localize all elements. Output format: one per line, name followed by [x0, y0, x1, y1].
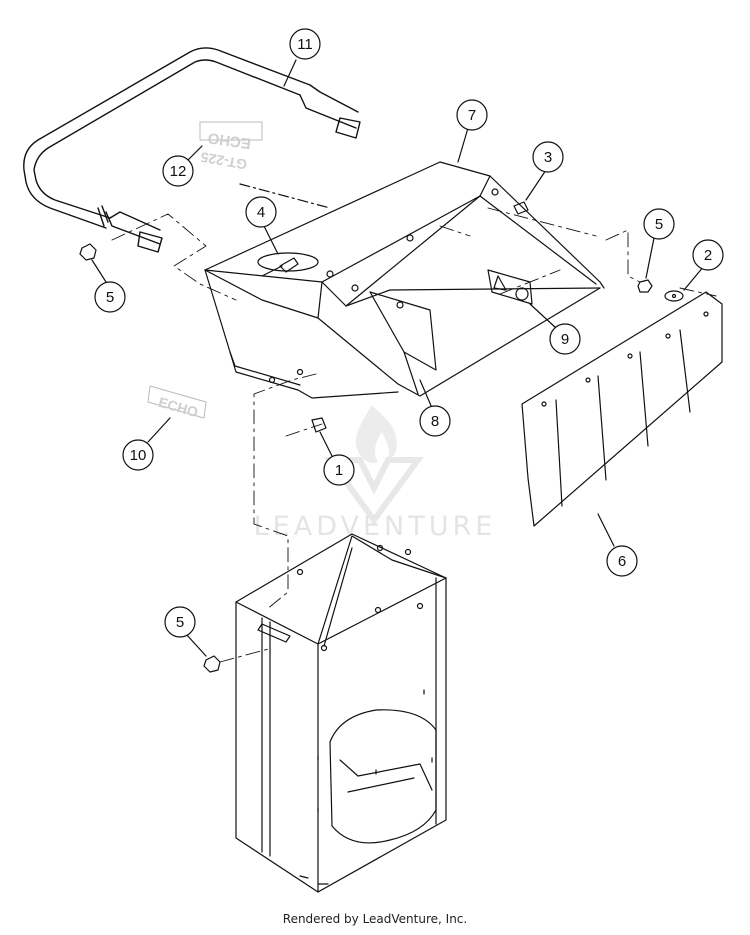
- callout-4: 4: [245, 196, 277, 228]
- bolt-3-part: [513, 201, 529, 215]
- bolt-1-part: [311, 417, 327, 433]
- callout-10-label: 10: [130, 447, 147, 464]
- top-shield-part: [204, 161, 605, 399]
- dash-leader-decal: [239, 183, 331, 209]
- callout-5-left: 5: [94, 281, 126, 313]
- leader-10: [147, 417, 171, 443]
- flame-logo-icon: [355, 405, 397, 464]
- callout-5-right: 5: [643, 208, 675, 240]
- deflector-flap-part: [521, 291, 723, 527]
- discharge-chute-box-part: [235, 533, 447, 893]
- callout-8-label: 8: [431, 413, 439, 430]
- leader-8: [419, 379, 433, 409]
- leader-2: [683, 265, 705, 291]
- leadventure-watermark: LEADVENTURE: [254, 405, 497, 542]
- leader-3: [525, 169, 547, 201]
- washer-2-part: [664, 290, 684, 302]
- leader-5a: [91, 259, 107, 283]
- callout-5-lower: 5: [164, 606, 196, 638]
- callout-9-label: 9: [561, 331, 569, 348]
- callout-3-label: 3: [544, 149, 552, 166]
- watermark-text: LEADVENTURE: [254, 511, 497, 542]
- callout-5-lower-label: 5: [176, 614, 184, 631]
- callout-12: 12: [162, 155, 194, 187]
- callout-4-label: 4: [257, 204, 265, 221]
- callout-2-label: 2: [704, 247, 712, 264]
- callout-6: 6: [606, 545, 638, 577]
- assembly-lines: [111, 207, 717, 663]
- leader-9: [529, 303, 557, 329]
- leader-11: [283, 59, 297, 87]
- nut-5-right: [637, 279, 653, 293]
- callout-5-left-label: 5: [106, 289, 114, 306]
- leader-5b: [645, 237, 655, 279]
- leader-1: [319, 431, 333, 457]
- callout-1-label: 1: [335, 462, 343, 479]
- leader-6: [597, 513, 615, 547]
- callout-11-label: 11: [297, 36, 313, 53]
- callout-10: 10: [122, 439, 154, 471]
- v-logo-icon: [324, 457, 424, 526]
- callout-7: 7: [456, 99, 488, 131]
- callout-7-label: 7: [468, 107, 476, 124]
- decal-10-part: [147, 385, 207, 419]
- bolt-4-part: [261, 257, 299, 277]
- callout-12-label: 12: [170, 163, 187, 180]
- nut-5-left: [79, 243, 97, 261]
- callout-9: 9: [549, 323, 581, 355]
- leader-7: [457, 127, 469, 163]
- echo-decal-10: ECHO: [157, 394, 200, 421]
- callout-11: 11: [289, 28, 321, 60]
- decal-12-part: [199, 121, 263, 141]
- callout-2: 2: [692, 239, 724, 271]
- callout-8: 8: [419, 405, 451, 437]
- leader-4: [263, 225, 279, 255]
- nut-5-lower: [203, 655, 221, 673]
- render-credit: Rendered by LeadVenture, Inc.: [282, 912, 468, 926]
- callout-5-right-label: 5: [655, 216, 663, 233]
- warning-decal-part: [487, 269, 533, 305]
- leader-12: [185, 145, 203, 163]
- handle-bar-part: [23, 47, 361, 253]
- echo-decal-top: ECHO: [206, 129, 252, 152]
- callout-1: 1: [323, 454, 355, 486]
- leader-5c: [185, 633, 207, 657]
- callout-6-label: 6: [618, 553, 626, 570]
- model-decal: GT-225: [199, 149, 248, 173]
- callout-3: 3: [532, 141, 564, 173]
